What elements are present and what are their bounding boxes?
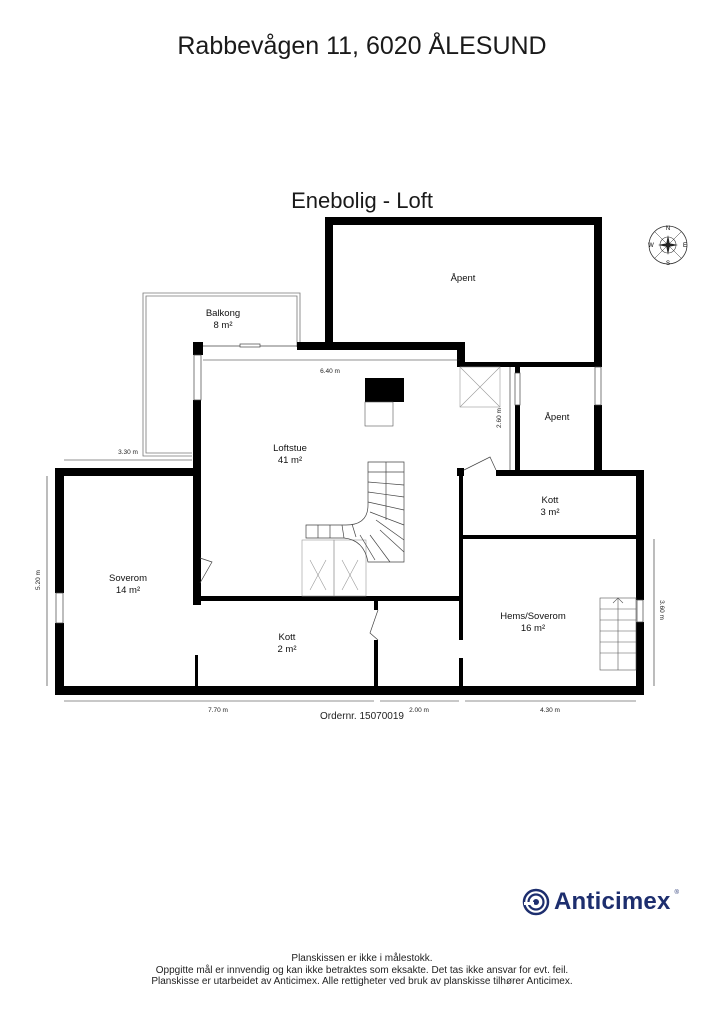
dim-hems-height: 3.60 m	[658, 600, 665, 620]
disclaimer: Planskissen er ikke i målestokk. Oppgitt…	[0, 953, 724, 988]
dim-soverom-height: 5.20 m	[35, 570, 42, 590]
dimension-lines	[46, 359, 655, 702]
room-kott-3: Kott	[542, 495, 559, 506]
compass-n: N	[666, 226, 670, 232]
compass-w: W	[648, 243, 654, 249]
dim-apent-height: 2.60 m	[496, 408, 503, 428]
chimney	[364, 378, 404, 427]
room-soverom: Soverom	[109, 573, 147, 584]
doors	[199, 456, 497, 641]
disclaimer-line-2: Oppgitte mål er innvendig og kan ikke be…	[155, 964, 569, 976]
dimension-labels: 6.40 m 3.30 m 2.60 m 5.20 m 3.60 m 7.70 …	[35, 368, 665, 714]
room-apent-large: Åpent	[451, 273, 476, 284]
room-loftstue-area: 41 m²	[278, 455, 302, 466]
plan-title: Enebolig - Loft	[0, 188, 724, 214]
anticimex-logo: Anticimex ®	[522, 888, 679, 916]
anticimex-logo-icon	[522, 888, 550, 916]
dim-bottom-left: 7.70 m	[208, 707, 228, 714]
address-title: Rabbevågen 11, 6020 ÅLESUND	[177, 32, 547, 60]
skylights	[301, 366, 501, 597]
windows	[55, 343, 644, 624]
dim-loftstue-width: 6.40 m	[320, 368, 340, 375]
room-balkong-area: 8 m²	[214, 320, 233, 331]
room-apent-small: Åpent	[545, 412, 570, 423]
compass-rose-icon: N E S W	[645, 222, 691, 273]
dim-balkong-width: 3.30 m	[118, 449, 138, 456]
disclaimer-line-3: Planskisse er utarbeidet av Anticimex. A…	[151, 976, 573, 987]
room-soverom-area: 14 m²	[116, 585, 140, 596]
compass-e: E	[683, 243, 687, 249]
dim-bottom-mid: 2.00 m	[409, 707, 429, 714]
room-labels: Åpent Balkong 8 m² Åpent Loftstue 41 m² …	[109, 273, 570, 655]
room-hems-soverom-area: 16 m²	[521, 623, 545, 634]
registered-mark: ®	[674, 890, 679, 896]
staircase	[305, 461, 405, 563]
disclaimer-line-1: Planskissen er ikke i målestokk.	[291, 953, 433, 964]
order-number: Ordernr. 15070019	[320, 711, 404, 722]
compass-s: S	[666, 261, 670, 267]
plan-title-text: Enebolig - Loft	[291, 188, 433, 213]
room-kott-3-area: 3 m²	[541, 507, 560, 518]
room-balkong: Balkong	[206, 308, 240, 319]
balcony-outline	[142, 292, 301, 457]
hems-stair	[599, 597, 637, 671]
room-kott-2-area: 2 m²	[278, 644, 297, 655]
dim-bottom-right: 4.30 m	[540, 707, 560, 714]
room-hems-soverom: Hems/Soverom	[500, 611, 566, 622]
walls	[55, 217, 644, 695]
room-loftstue: Loftstue	[273, 443, 307, 454]
room-kott-2: Kott	[279, 632, 296, 643]
anticimex-logo-text: Anticimex	[554, 888, 671, 915]
